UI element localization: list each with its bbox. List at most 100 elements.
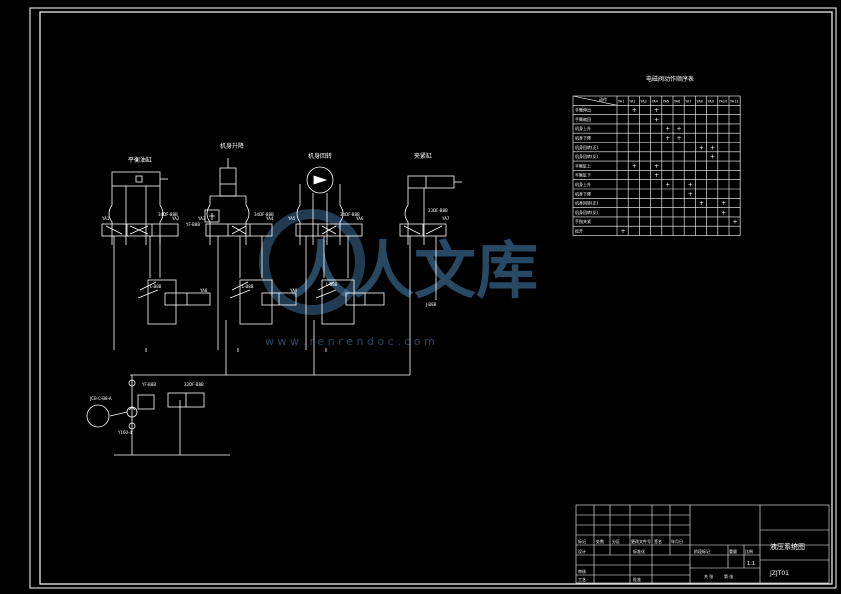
lift-cylinder: YF-B8B [185,158,250,245]
table-row-label: 松开 [575,228,583,234]
tb-sheets-total: 共 张 [704,573,713,579]
tb-approve: 批准 [633,576,641,582]
throttle-label-3: L-B8B [326,282,338,287]
table-row-label: 平衡缸上 [575,162,591,168]
watermark-text: 人人文库 [290,234,538,307]
table-mark: + [632,163,637,170]
tb-date: 年月日 [671,538,683,544]
table-mark: + [654,116,659,123]
table-mark: + [654,172,659,179]
relief-label: YF-B8B [185,222,200,227]
table-mark: + [677,126,682,133]
table-mark: + [699,200,704,207]
valve-label-3: 34DF-B8B [340,212,360,217]
title-body-lift: 机身升降 [220,142,244,150]
valve-label-4: 23DF-B8B [428,208,448,213]
table-col-header: YA1 [618,99,624,103]
throttle-label-1: L-B8B [150,284,162,289]
table-col-header: YA8 [696,99,702,103]
table-mark: + [665,126,670,133]
title-body-rotate: 机身回转 [308,152,332,160]
tb-docno: 更改文件号 [631,538,651,544]
title-clamp-cylinder: 夹紧缸 [414,152,432,160]
inner-border [39,11,833,585]
ya-label-5: YA5 [287,216,296,221]
tb-scale: 1:1 [747,561,755,567]
table-col-header: YA3 [640,99,646,103]
ya-label-3: YA3 [197,216,206,221]
tb-ratio: 比例 [745,548,753,554]
main-valve-label: 22DF-B8B [184,382,204,387]
pump-group [86,379,205,430]
table-col-header: YA11 [730,99,738,103]
ya-label-6: YA6 [355,216,364,221]
tb-sign: 签名 [654,538,662,544]
ya-label-4: YA4 [265,216,274,221]
table-mark: + [632,107,637,114]
table-row-label: 机身上升 [575,181,591,187]
motor-label: Y160-4 [117,430,133,435]
table-mark: + [699,144,704,151]
ya-label-1: YA1 [101,216,110,221]
title-balance-cylinder: 平衡油缸 [128,156,152,164]
valve-row [101,223,447,237]
table-mark: + [688,182,693,189]
ya-label-2: YA2 [171,216,180,221]
pump-label: JCB-C-B8-A [89,396,112,401]
table-row-label: 手指夹紧 [575,218,591,224]
ya-label-8: YA8 [199,288,208,293]
valve-label-2: 34DF-B8B [254,212,274,217]
yf-main-label: YF-B8B [141,382,156,387]
table-row-label: 机身下降 [575,190,591,196]
table-row-label: 机身下降 [575,135,591,141]
tb-weight: 重量 [729,548,737,554]
table-mark: + [721,209,726,216]
balance-cylinder [108,171,168,245]
table-mark: + [721,200,726,207]
table-row-label: 机身回转(反) [575,209,599,215]
table-col-header: YA6 [674,99,680,103]
table-row-label: 平衡缸下 [575,172,591,178]
table-row-label: 机身回转(反) [575,153,599,159]
watermark-url: w w w . r e n r e n d o c . c o m [265,335,435,348]
table-mark: + [710,154,715,161]
clamp-cylinder [404,175,462,245]
table-mark: + [677,135,682,142]
tb-sheet-no: 第 张 [724,573,733,579]
table-row-label: 机身上升 [575,125,591,131]
throttle-blocks [137,279,385,325]
ya-label-7: YA7 [441,216,450,221]
table-title: 电磁阀动作顺序表 [646,75,694,83]
title-block: 标记 处数 分区 更改文件号 签名 年月日 设计 标准化 审核 工艺 批准 阶段… [575,504,830,584]
drawing-code: JZJT01 [769,570,789,577]
hydraulic-schematic: 平衡油缸 机身升降 机身回转 夹紧缸 YF-B8B [86,142,462,456]
table-col-header: YA7 [685,99,691,103]
watermark: 人人文库 w w w . r e n r e n d o c . c o m [259,209,538,348]
outer-border [29,7,837,589]
tb-process: 工艺 [578,577,586,582]
table-mark: + [733,219,738,226]
table-mark: + [654,163,659,170]
tb-mark: 标记 [578,538,586,544]
table-col-header: YA9 [708,99,714,103]
ya-label-9: YA9 [289,288,298,293]
table-row-label: 手臂伸出 [575,107,591,113]
table-col-header: YA10 [719,99,727,103]
table-row-label: 机身回转(正) [575,144,599,150]
table-mark: + [688,191,693,198]
table-mark: + [654,107,659,114]
tb-standard: 标准化 [633,548,645,554]
pipe-lines [113,236,437,456]
tb-design: 设计 [578,548,586,554]
drawing-title: 液压系统图 [770,542,805,551]
tb-zone: 分区 [612,538,620,544]
throttle-label-2: L-B8B [242,284,254,289]
table-row-label: 机身回转(正) [575,200,599,206]
clamp-label: J-B8B [425,302,437,307]
table-mark: + [710,144,715,151]
table-row-label: 手臂缩回 [575,116,591,122]
table-col-header: YA5 [663,99,669,103]
table-mark: + [665,182,670,189]
table-col-header: YA2 [629,99,635,103]
